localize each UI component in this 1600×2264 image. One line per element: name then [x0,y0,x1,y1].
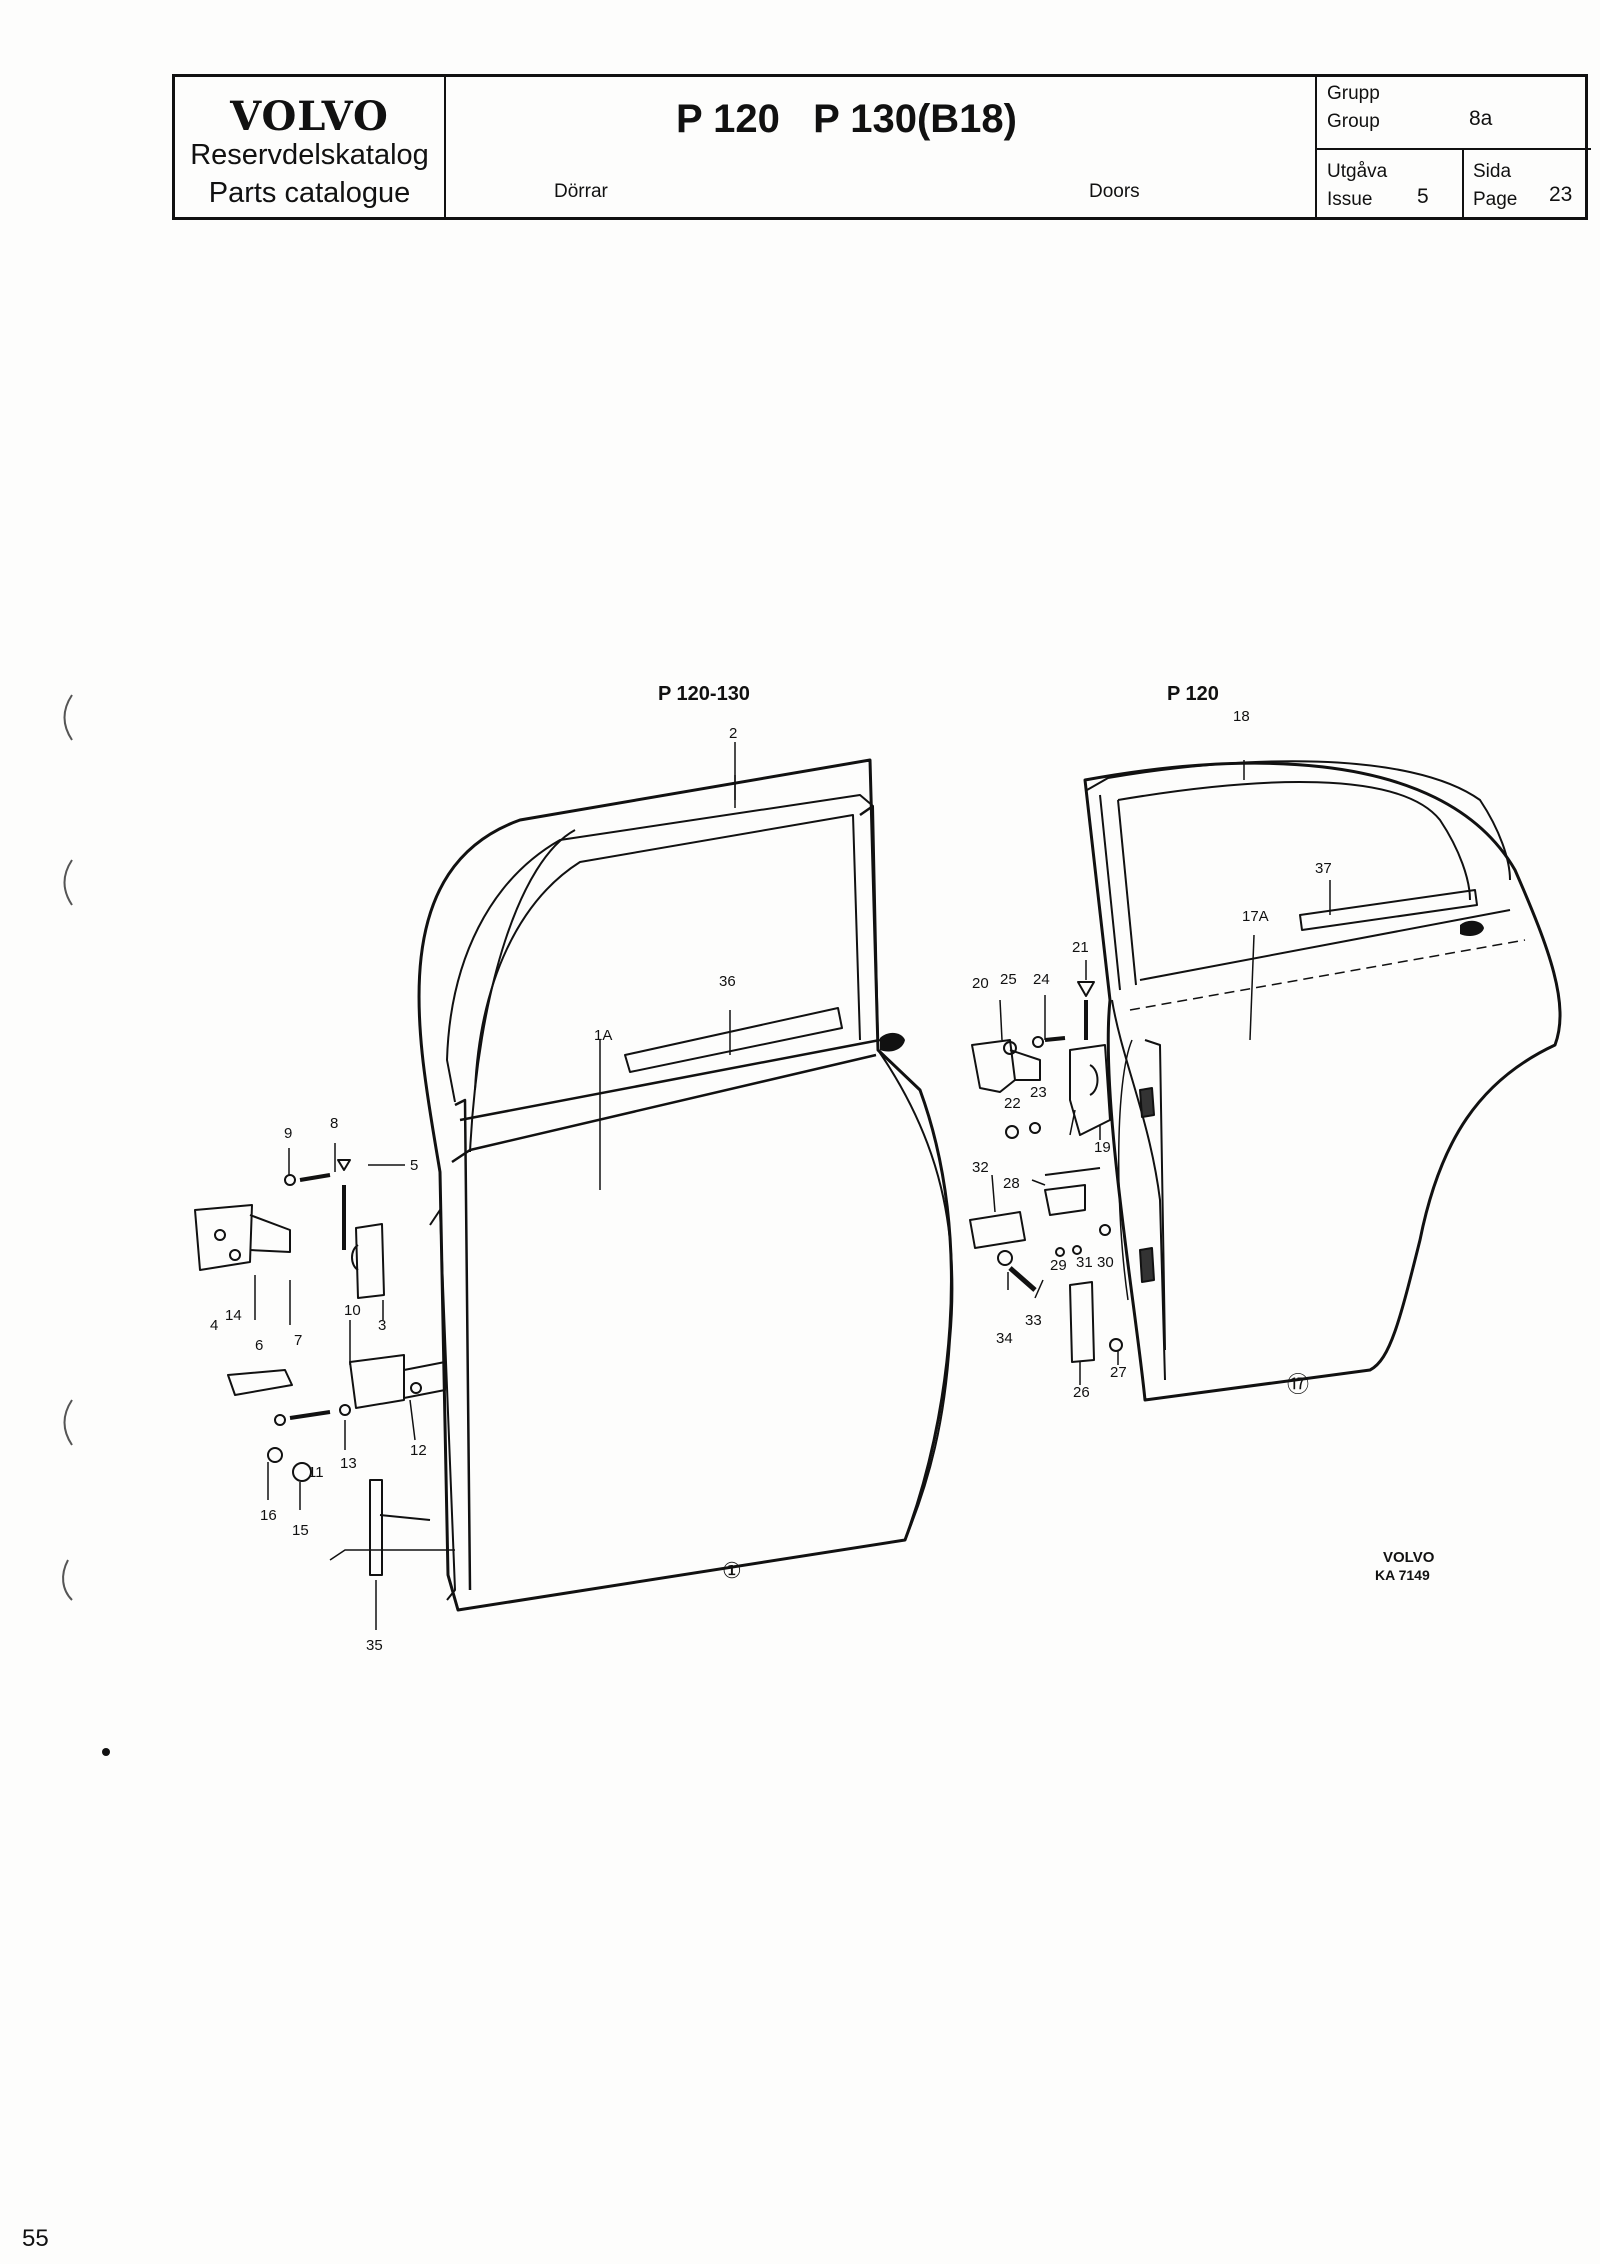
reference-brand: VOLVO [1383,1549,1435,1566]
callout-6: 6 [255,1337,263,1354]
callout-36: 36 [719,973,736,990]
page-value: 23 [1549,183,1573,206]
catalog-cell: VOLVO Reservdelskatalog Parts catalogue [175,77,446,217]
callout-32: 32 [972,1159,989,1176]
model-cell: P 120 P 130(B18) Dörrar Doors [446,77,1317,217]
callout-3: 3 [378,1317,386,1334]
callout-16: 16 [260,1507,277,1524]
front-door-callout: ① [722,1558,742,1583]
model-title: P 120 P 130(B18) [676,97,1017,141]
catalog-title-sv: Reservdelskatalog [190,139,429,171]
scan-dot [102,1748,110,1756]
callout-13: 13 [340,1455,357,1472]
callout-21: 21 [1072,939,1089,956]
callout-20: 20 [972,975,989,992]
brand-logo-text: VOLVO [230,93,389,140]
callout-9: 9 [284,1125,292,1142]
callout-15: 15 [292,1522,309,1539]
callout-11: 11 [308,1464,324,1481]
callout-27: 27 [1110,1364,1127,1381]
page-label-sv: Sida [1473,161,1512,182]
info-cell: Grupp Group 8a Utgåva Issue 5 Sida Page … [1317,77,1591,220]
callout-25: 25 [1000,971,1017,988]
scan-margin-marks [62,694,73,1601]
callout-19: 19 [1094,1139,1111,1156]
leader-lines [254,742,1331,1630]
callout-29: 29 [1050,1257,1067,1274]
issue-label-en: Issue [1327,189,1373,210]
issue-value: 5 [1417,185,1429,208]
callout-17a: 17A [1242,908,1269,925]
info-divider-vertical [1462,148,1464,220]
front-door-title: P 120-130 [658,683,750,705]
callout-2: 2 [729,725,737,742]
rear-door-callout: ⑰ [1287,1372,1309,1397]
callout-23: 23 [1030,1084,1047,1101]
callout-1a: 1A [594,1027,612,1044]
callout-30: 30 [1097,1254,1114,1271]
page-fragment-number: 55 [22,2225,49,2252]
callout-26: 26 [1073,1384,1090,1401]
group-label-en: Group [1327,111,1380,132]
front-hinge-hardware [194,1159,446,1576]
callout-22: 22 [1004,1095,1021,1112]
front-door-illustration [329,758,954,1612]
callout-35: 35 [366,1637,383,1654]
part-number-callouts: 1A 2 3 4 5 6 7 8 9 10 11 12 13 14 15 16 … [210,708,1332,1654]
callout-33: 33 [1025,1312,1042,1329]
reference-code: KA 7149 [1375,1567,1430,1583]
rear-door-title: P 120 [1167,683,1219,705]
callout-24: 24 [1033,971,1050,988]
callout-34: 34 [996,1330,1013,1347]
page-label-en: Page [1473,189,1518,210]
callout-7: 7 [294,1332,302,1349]
group-value: 8a [1469,107,1493,130]
section-en: Doors [1089,181,1140,202]
callout-10: 10 [344,1302,361,1319]
section-sv: Dörrar [554,181,608,202]
callout-12: 12 [410,1442,427,1459]
callout-31: 31 [1076,1254,1093,1271]
title-block: VOLVO Reservdelskatalog Parts catalogue … [172,74,1591,220]
callout-18: 18 [1233,708,1250,725]
callout-28: 28 [1003,1175,1020,1192]
callout-14: 14 [225,1307,242,1324]
issue-label-sv: Utgåva [1327,161,1388,182]
info-divider [1317,148,1591,150]
callout-37: 37 [1315,860,1332,877]
callout-4: 4 [210,1317,218,1334]
rear-door-illustration [1083,760,1562,1402]
group-label-sv: Grupp [1327,83,1380,104]
callout-8: 8 [330,1115,338,1132]
callout-5: 5 [410,1157,418,1174]
catalog-title-en: Parts catalogue [208,177,411,209]
rear-hinge-hardware [969,981,1155,1363]
